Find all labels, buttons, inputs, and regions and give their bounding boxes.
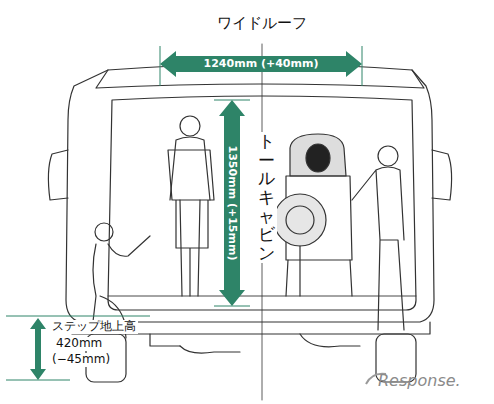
- dimension-value: (−45mm): [50, 353, 112, 367]
- dimension-title: ステップ地上高: [50, 320, 138, 334]
- underbody: [150, 334, 360, 347]
- helper-head: [378, 146, 398, 166]
- dimension-value: 1350mm (+15mm): [226, 146, 239, 261]
- roof-spoiler: [96, 70, 424, 88]
- person-body: [170, 137, 210, 296]
- width-arrow: [160, 51, 362, 77]
- watermark: Response.: [378, 372, 461, 390]
- dimension-title: ワイドルーフ: [215, 15, 309, 32]
- height-arrow: [219, 100, 245, 306]
- exhaust: [180, 346, 240, 353]
- wheelchair-headrest: [290, 134, 346, 176]
- step-guide: [6, 316, 150, 317]
- dimension-value: 1240mm (+40mm): [204, 58, 319, 71]
- child-head: [95, 223, 113, 241]
- step-arrow: [30, 318, 46, 380]
- floor-line: [108, 296, 416, 297]
- passenger-head: [306, 144, 330, 172]
- dimension-title: トールキャビン: [256, 132, 277, 263]
- left-mirror: [48, 150, 68, 200]
- helper-body: [352, 167, 404, 330]
- right-mirror: [432, 150, 452, 200]
- wheelchair-frame: [286, 246, 352, 296]
- width-guide: [362, 46, 363, 86]
- width-guide: [160, 46, 161, 86]
- wheelchair-wheel: [274, 194, 326, 246]
- wheelchair-hub: [286, 206, 314, 234]
- person-head: [180, 116, 200, 136]
- dimension-value: 420mm: [54, 337, 104, 351]
